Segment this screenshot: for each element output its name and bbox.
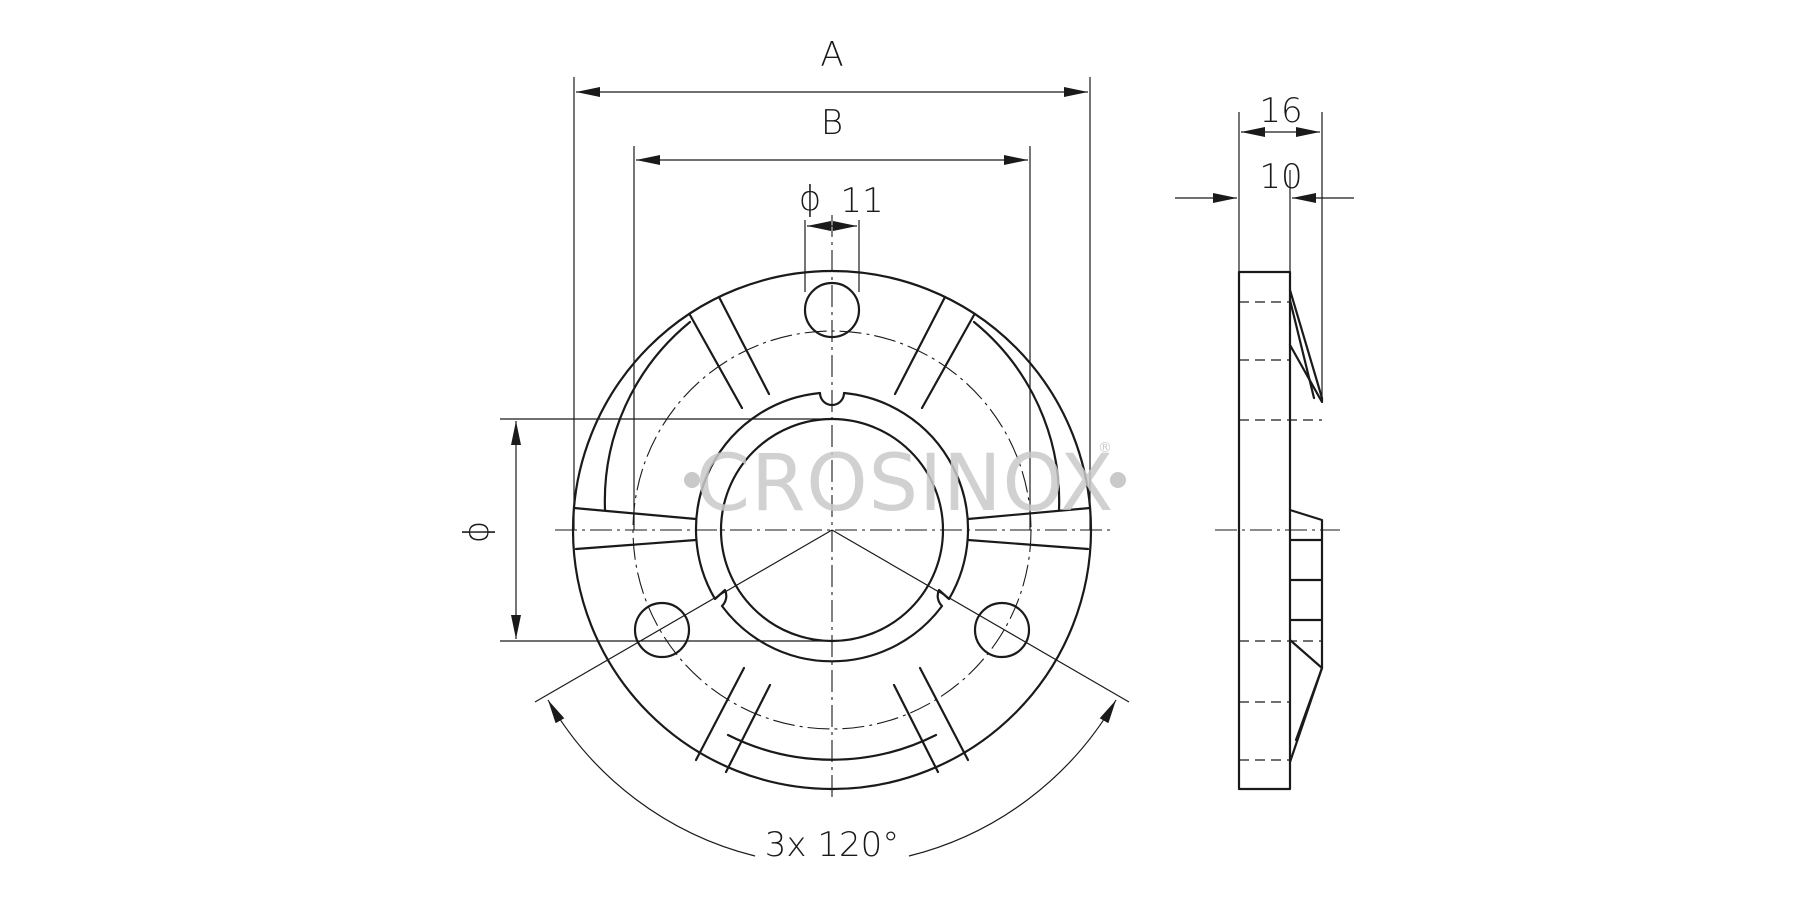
hole-pattern-label: 3x 120°: [765, 825, 899, 865]
dimension-A: A: [573, 35, 1091, 530]
side-view: 16 10: [1175, 91, 1354, 791]
crosinox-watermark: CROSINOX ®: [684, 439, 1126, 529]
inner-ring: [694, 391, 970, 663]
center-lines: [534, 215, 1130, 800]
dimension-hole-pattern: 3x 120°: [547, 699, 1117, 865]
dimension-total-thickness: 16: [1259, 91, 1302, 131]
bolt-hole-right: [973, 601, 1031, 659]
dimension-A-label: A: [820, 35, 843, 75]
watermark-brand: CROSINOX: [696, 439, 1115, 529]
hole-diameter-symbol: ϕ: [799, 179, 821, 219]
dimension-flange-thickness: 10: [1259, 157, 1302, 197]
bolt-hole-left: [633, 601, 691, 659]
hole-diameter-value: 11: [840, 181, 883, 221]
bore-diameter-symbol: ϕ: [457, 521, 497, 543]
watermark-registered: ®: [1098, 440, 1112, 456]
dimension-bore-diameter: ϕ: [457, 418, 832, 642]
dimension-hole-diameter: ϕ 11: [799, 179, 884, 292]
dimension-B: B: [633, 103, 1031, 530]
front-view: [534, 215, 1130, 800]
ribs: [572, 295, 1092, 774]
dimension-B-label: B: [821, 103, 843, 143]
